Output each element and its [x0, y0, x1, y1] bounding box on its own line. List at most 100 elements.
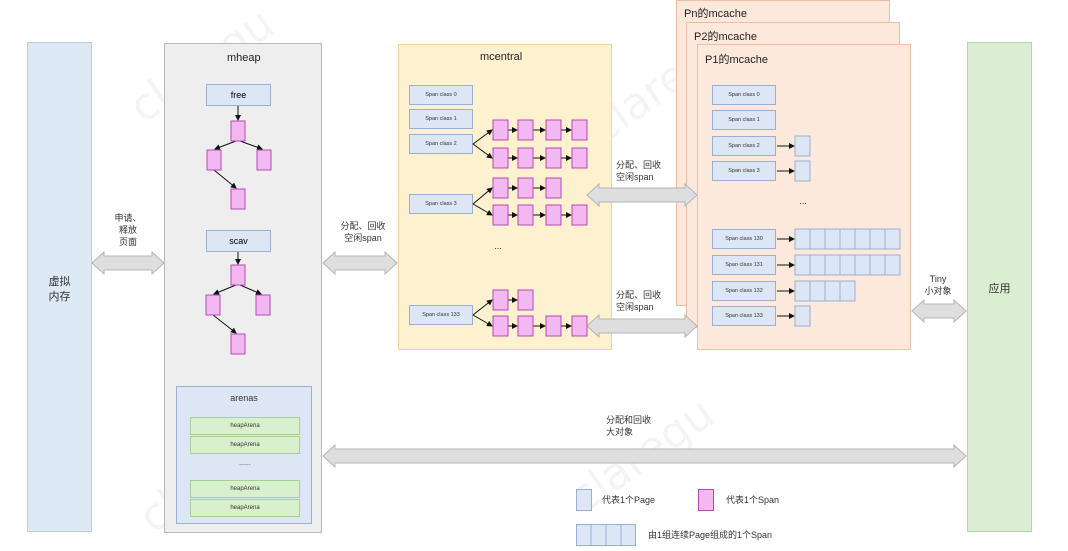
span-node: [230, 264, 246, 286]
scav-list-header: scav: [206, 230, 271, 252]
span-node: [545, 147, 562, 169]
page-cell: [869, 254, 886, 276]
link-arrow: [214, 140, 237, 151]
mcentral-span-class: Span class 3: [409, 194, 473, 214]
mcache-application-arrow: [911, 298, 967, 324]
span-node: [517, 315, 534, 337]
mcentral-span-class: Span class 133: [409, 305, 473, 325]
span-node: [545, 315, 562, 337]
span-node: [492, 177, 509, 199]
mcache-pn-title: Pn的mcache: [684, 8, 747, 20]
mcentral-span-class: Span class 1: [409, 109, 473, 129]
page-cell: [824, 280, 841, 302]
page-cell: [839, 254, 856, 276]
span-node: [517, 204, 534, 226]
page-cell: [839, 280, 856, 302]
page-cell: [809, 280, 826, 302]
span-node: [205, 294, 221, 316]
legend-page-label: 代表1个Page: [602, 495, 656, 505]
application-box: 应用: [967, 42, 1032, 532]
span-node: [492, 119, 509, 141]
page-cell: [839, 228, 856, 250]
alloc-recycle-label-top: 分配、回收 空闲span: [616, 160, 662, 182]
tiny-object-label: Tiny 小对象: [924, 274, 952, 296]
apply-release-label: 申请、 释放 页面: [114, 213, 142, 247]
span-node: [545, 119, 562, 141]
mheap-mcentral-arrow: [322, 250, 398, 276]
page-cell: [794, 305, 811, 327]
mcache-span-class: Span class 133: [712, 306, 776, 326]
page-cell: [824, 228, 841, 250]
span-node: [545, 204, 562, 226]
link-arrow: [472, 314, 493, 327]
legend-multi-label: 由1组连续Page组成的1个Span: [648, 530, 773, 540]
legend-span-swatch: [698, 489, 714, 511]
mcache-span-class: Span class 3: [712, 161, 776, 181]
mcache-p2-title: P2的mcache: [694, 31, 757, 43]
mcache-span-class: Span class 2: [712, 136, 776, 156]
heap-arena-row: heapArena: [190, 436, 300, 454]
mcache-span-class: Span class 130: [712, 229, 776, 249]
span-node: [545, 177, 562, 199]
span-node: [517, 119, 534, 141]
page-cell: [794, 228, 811, 250]
link-arrow: [239, 284, 262, 295]
arenas-title: arenas: [230, 393, 258, 403]
heap-arena-dots: ......: [239, 460, 251, 467]
span-node: [571, 119, 588, 141]
page-cell: [854, 254, 871, 276]
large-object-arrow: [322, 443, 967, 469]
legend-page-swatch: [576, 489, 592, 511]
mcache-p1-title: P1的mcache: [705, 54, 768, 66]
alloc-recycle-label-bottom: 分配、回收 空闲span: [616, 290, 662, 312]
mcache-span-class: Span class 131: [712, 255, 776, 275]
application-label: 应用: [988, 283, 1011, 295]
mcache-span-class: Span class 1: [712, 110, 776, 130]
span-node: [571, 204, 588, 226]
link-arrow: [239, 140, 263, 151]
page-cell: [794, 280, 811, 302]
span-node: [517, 177, 534, 199]
span-node: [230, 120, 246, 142]
span-node: [256, 149, 272, 171]
mcentral-ellipsis: ...: [494, 241, 502, 251]
link-arrow: [472, 129, 493, 145]
mcache-span-class: Span class 0: [712, 85, 776, 105]
virtual-memory-label: 虚拟 内存: [48, 276, 71, 303]
span-node: [492, 289, 509, 311]
page-cell: [794, 135, 811, 157]
link-arrow: [213, 169, 237, 189]
link-arrow: [212, 314, 237, 334]
heap-arena-row: heapArena: [190, 417, 300, 435]
mcentral-mcache-arrow: [586, 313, 698, 339]
heap-arena-row: heapArena: [190, 499, 300, 517]
mcentral-title: mcentral: [480, 51, 523, 63]
heap-arena-row: heapArena: [190, 480, 300, 498]
span-node: [492, 147, 509, 169]
virtual-memory-box: 虚拟 内存: [27, 42, 92, 532]
span-node: [255, 294, 271, 316]
link-arrow: [472, 299, 493, 316]
mcache-span-class: Span class 132: [712, 281, 776, 301]
span-node: [517, 289, 534, 311]
mheap-title: mheap: [227, 52, 261, 64]
link-arrow: [472, 203, 493, 216]
span-node: [517, 147, 534, 169]
span-node: [571, 315, 588, 337]
span-node: [206, 149, 222, 171]
page-cell: [854, 228, 871, 250]
span-node: [492, 315, 509, 337]
page-cell: [809, 228, 826, 250]
link-arrow: [472, 143, 493, 159]
page-cell: [794, 160, 811, 182]
mcache-ellipsis: ...: [799, 196, 807, 206]
alloc-recycle-label-left: 分配、回收 空闲span: [340, 221, 386, 243]
page-cell: [884, 228, 901, 250]
mcentral-span-class: Span class 2: [409, 134, 473, 154]
link-arrow: [213, 284, 237, 295]
link-arrow: [472, 187, 493, 205]
free-list-header: free: [206, 84, 271, 106]
mcentral-mcache-arrow: [586, 182, 698, 208]
span-node: [492, 204, 509, 226]
